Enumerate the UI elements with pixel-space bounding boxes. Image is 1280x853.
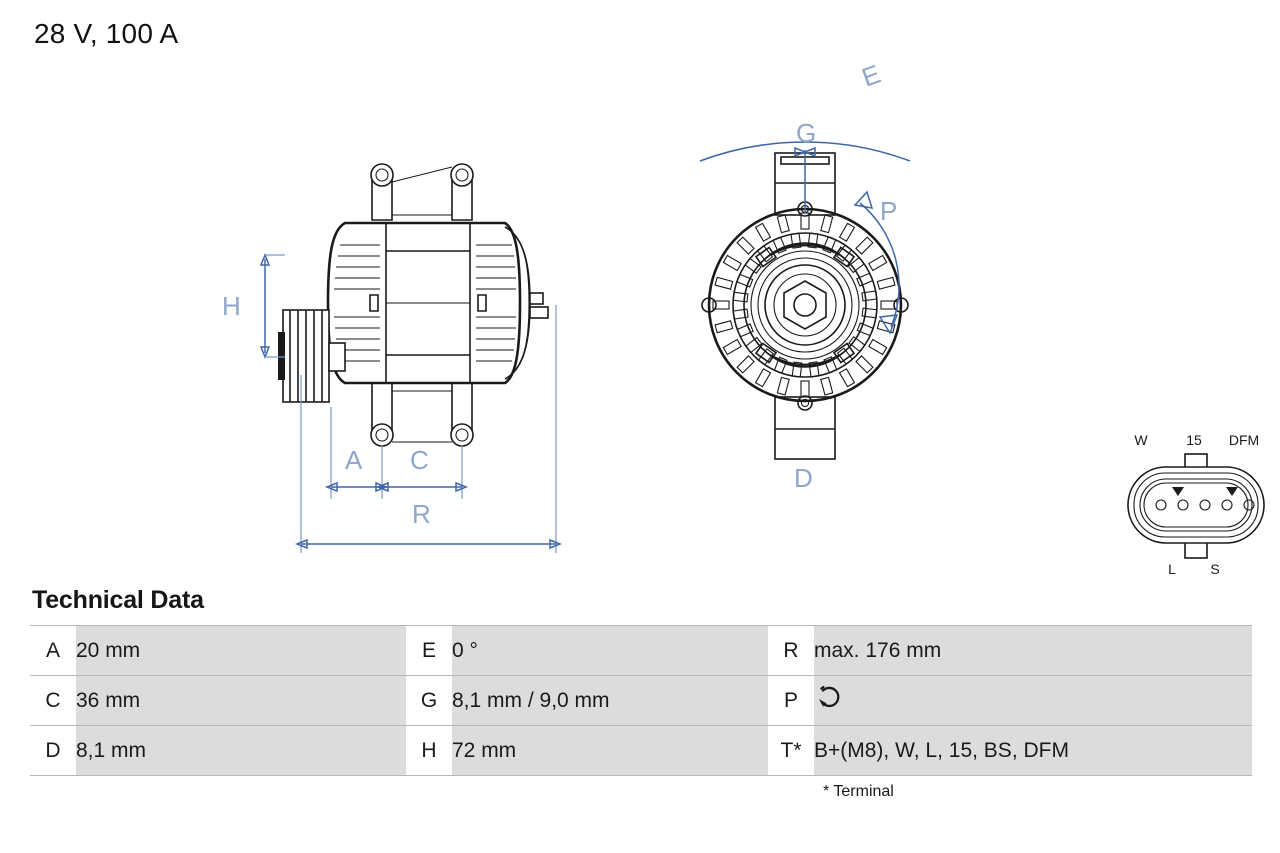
table-row: A 20 mm E 0 ° R max. 176 mm	[30, 625, 1252, 676]
dimension-label-G: G	[796, 118, 816, 148]
row-key-h: H	[406, 725, 452, 776]
dimension-label-H: H	[222, 291, 241, 321]
connector-label-dfm: DFM	[1229, 432, 1259, 448]
row-value-h: 72 mm	[452, 725, 768, 776]
row-key-p: P	[768, 675, 814, 726]
side-view-top-mounting-ears	[370, 163, 474, 221]
row-value-a: 20 mm	[76, 625, 406, 676]
side-view-housing	[326, 221, 531, 385]
dimension-E-G: E G	[699, 59, 911, 213]
terminal-footnote: * Terminal	[823, 783, 894, 800]
row-key-e: E	[406, 625, 452, 676]
row-value-e: 0 °	[452, 625, 768, 676]
row-key-a: A	[30, 625, 76, 676]
dimension-label-A: A	[345, 445, 363, 475]
row-value-r: max. 176 mm	[814, 625, 1252, 676]
row-value-c: 36 mm	[76, 675, 406, 726]
dimension-label-E: E	[858, 59, 885, 93]
row-value-p	[814, 675, 1252, 726]
row-key-r: R	[768, 625, 814, 676]
side-view-terminal-stud	[529, 292, 549, 319]
technical-drawing: H A C R	[0, 55, 1280, 575]
row-value-d: 8,1 mm	[76, 725, 406, 776]
row-value-t: B+(M8), W, L, 15, BS, DFM	[814, 725, 1252, 776]
row-key-c: C	[30, 675, 76, 726]
table-row: D 8,1 mm H 72 mm T* B+(M8), W, L, 15, BS…	[30, 725, 1252, 776]
row-key-t: T*	[768, 725, 814, 776]
technical-data-heading: Technical Data	[32, 586, 204, 614]
row-key-g: G	[406, 675, 452, 726]
dimension-label-D: D	[794, 463, 813, 493]
dimension-H: H	[222, 252, 285, 360]
connector-label-w: W	[1134, 432, 1148, 448]
connector-label-s: S	[1210, 561, 1219, 575]
dimension-label-C: C	[410, 445, 429, 475]
table-row: C 36 mm G 8,1 mm / 9,0 mm P	[30, 675, 1252, 726]
row-key-d: D	[30, 725, 76, 776]
connector-label-l: L	[1168, 561, 1176, 575]
connector-label-15: 15	[1186, 432, 1202, 448]
technical-data-table: A 20 mm E 0 ° R max. 176 mm C 36 mm G 8,…	[30, 625, 1252, 776]
technical-data-section: Technical Data A 20 mm E 0 ° R max. 176 …	[30, 586, 1252, 801]
side-view-pulley	[278, 309, 346, 403]
connector-pinout: W 15 DFM L S	[1127, 432, 1265, 575]
row-value-g: 8,1 mm / 9,0 mm	[452, 675, 768, 726]
alternator-side-view	[278, 163, 549, 447]
counterclockwise-rotation-icon	[814, 683, 844, 719]
dimension-label-R: R	[412, 499, 431, 529]
dimension-label-P: P	[880, 196, 897, 226]
side-view-bottom-mounting-ears	[370, 383, 474, 447]
dimension-A-C-R: A C R	[294, 305, 563, 553]
dimension-P-rotation: P	[853, 190, 900, 335]
page-title: 28 V, 100 A	[34, 18, 179, 49]
